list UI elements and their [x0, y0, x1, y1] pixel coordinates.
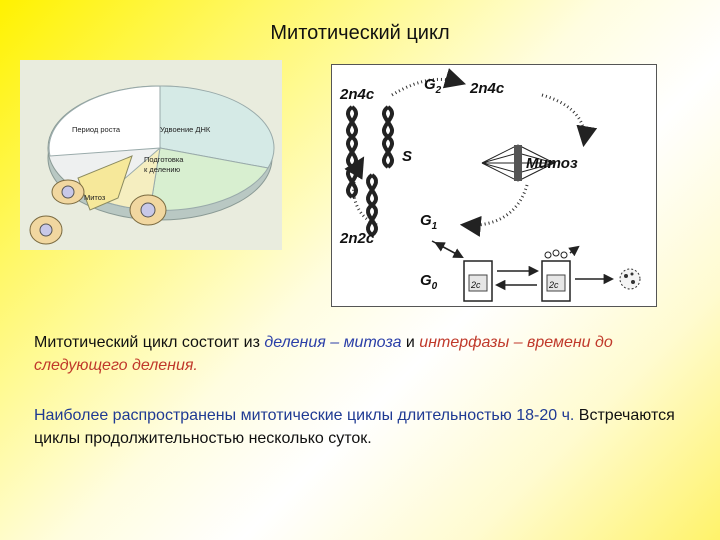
label-mitosis: Митоз — [526, 155, 578, 172]
cell-icon — [51, 179, 85, 205]
text-run: Митотический цикл состоит из — [34, 334, 265, 351]
cycle-arrow — [344, 156, 378, 227]
label-g0: G0 — [420, 272, 438, 292]
paragraph-definition: Митотический цикл состоит из деления – м… — [34, 331, 684, 377]
g0-cell-box — [463, 260, 493, 302]
label-2n4c-left: 2n4c — [339, 86, 375, 103]
text-run: Встречаются циклы продолжительностью нес… — [34, 407, 675, 447]
label-g1: G1 — [420, 212, 438, 232]
label-2n2c: 2n2c — [339, 230, 375, 247]
cell-icon — [129, 194, 167, 226]
arrow-icon — [434, 242, 463, 258]
dying-cell-icon — [619, 268, 641, 290]
cycle-arrow — [541, 93, 598, 148]
text-run-mitosis: деления – митоза — [264, 334, 402, 351]
mitotic-spindle-icon — [481, 144, 555, 182]
text-run-interphase: интерфазы – времени до следующего делени… — [34, 334, 613, 374]
cell-icon — [29, 215, 63, 245]
label-preparation-line2: к делению — [144, 165, 181, 174]
cell-cycle-wheel-figure: Период роста Удвоение ДНК Подготовка к д… — [20, 60, 282, 250]
differentiated-cell-box — [541, 245, 580, 302]
paragraph-duration: Наиболее распространены митотические цик… — [34, 404, 684, 450]
text-run: и — [401, 334, 420, 351]
cycle-arrow — [459, 184, 529, 237]
label-mitosis: Митоз — [84, 193, 106, 202]
label-g2: G2 — [424, 76, 442, 96]
label-dna-doubling: Удвоение ДНК — [160, 125, 211, 134]
label-s-phase: S — [402, 148, 412, 165]
slide-title: Митотический цикл — [270, 22, 450, 44]
label-box-2c-2: 2c — [548, 280, 559, 290]
label-preparation-line1: Подготовка — [144, 155, 184, 164]
label-box-2c-1: 2c — [470, 280, 481, 290]
label-growth-period: Период роста — [72, 125, 121, 134]
label-2n4c-right: 2n4c — [469, 80, 505, 97]
mitotic-cycle-scheme: 2n4c G2 2n4c S Митоз 2n2c G1 G0 2c 2c — [331, 64, 657, 307]
chromosome-helix-icon — [346, 105, 394, 237]
text-run-duration: Наиболее распространены митотические цик… — [34, 407, 575, 424]
